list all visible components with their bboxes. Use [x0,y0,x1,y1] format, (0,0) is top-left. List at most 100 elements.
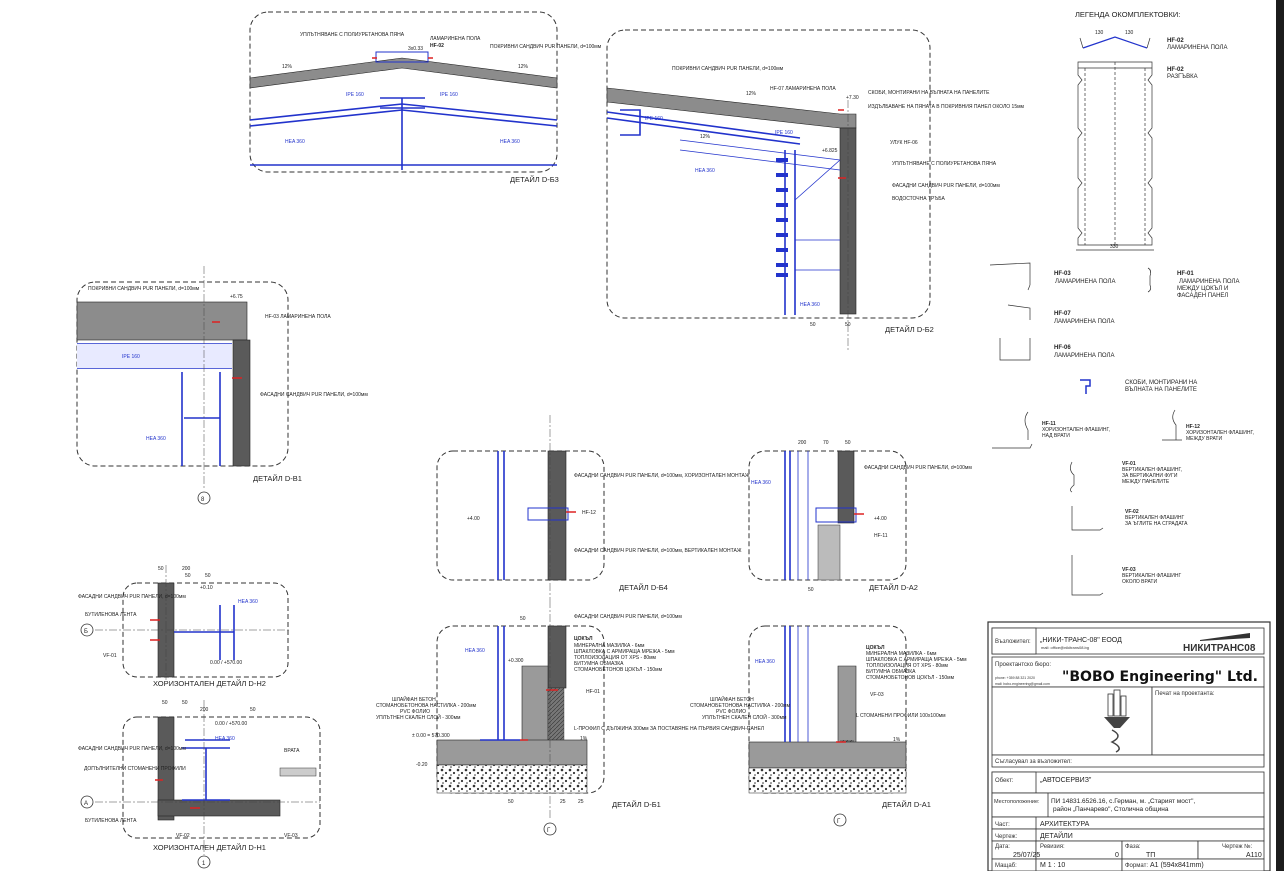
svg-text:Чертеж №:: Чертеж №: [1222,843,1253,850]
svg-text:ШПАКЛОВКА С АРМИРАЩА МРЕЖА - 5: ШПАКЛОВКА С АРМИРАЩА МРЕЖА - 5мм [574,649,675,655]
detail-d-b1: ПОКРИВНИ САНДВИЧ PUR ПАНЕЛИ, d=100мм HF-… [76,266,368,505]
svg-text:130: 130 [1125,30,1134,36]
svg-text:МИНЕРАЛНА МАЗИЛКА - 6мм: МИНЕРАЛНА МАЗИЛКА - 6мм [574,643,645,649]
svg-text:ЛАМАРИНЕНА ПОЛА: ЛАМАРИНЕНА ПОЛА [1179,279,1239,285]
svg-text:СТОМАНОБЕТОНОВА НАСТИЛКА - 200: СТОМАНОБЕТОНОВА НАСТИЛКА - 200мм [376,703,477,709]
svg-text:HF-03: HF-03 [1054,271,1071,277]
svg-text:А: А [84,801,88,807]
svg-text:HEA 360: HEA 360 [215,736,235,742]
svg-text:0.00 / +570.00: 0.00 / +570.00 [215,721,247,727]
svg-text:М 1 : 10: М 1 : 10 [1040,862,1065,869]
svg-text:IPE 160: IPE 160 [775,130,793,136]
svg-text:УЛУК HF-06: УЛУК HF-06 [890,140,918,146]
svg-text:VF-03: VF-03 [870,692,884,698]
svg-text:Дата:: Дата: [995,844,1010,850]
svg-text:50: 50 [182,700,188,706]
svg-text:МЕЖДУ ПАНЕЛИТЕ: МЕЖДУ ПАНЕЛИТЕ [1122,479,1170,485]
svg-text:PVC ФОЛИО: PVC ФОЛИО [400,709,430,715]
svg-text:VF-02: VF-02 [1125,509,1139,515]
svg-text:МЕЖДУ ЦОКЪЛ И: МЕЖДУ ЦОКЪЛ И [1177,286,1228,292]
svg-text:ОКОЛО ВРАТИ: ОКОЛО ВРАТИ [1122,579,1157,585]
svg-text:50: 50 [162,700,168,706]
svg-text:+7.30: +7.30 [846,95,859,101]
detail-d-b2: ПОКРИВНИ САНДВИЧ PUR ПАНЕЛИ, d=100мм HF-… [606,29,1025,350]
svg-text:„НИКИ-ТРАНС-08" ЕООД: „НИКИ-ТРАНС-08" ЕООД [1040,637,1122,644]
svg-text:± 0.00 = 570.300: ± 0.00 = 570.300 [412,733,450,739]
svg-text:IPE 160: IPE 160 [122,354,140,360]
detail-title: ХОРИЗОНТАЛЕН ДЕТАЙЛ D-H1 [153,843,266,852]
svg-text:РАЗГЪВКА: РАЗГЪВКА [1167,74,1198,80]
svg-text:12%: 12% [282,64,293,70]
svg-text:12%: 12% [518,64,529,70]
svg-text:IPE 160: IPE 160 [346,92,364,98]
label-seal: УПЛЪТНЯВАНЕ С ПОЛИУРЕТАНОВА ПЯНА [300,32,405,38]
svg-text:12%: 12% [746,91,757,97]
svg-text:ФАСАДНИ САНДВИЧ PUR ПАНЕЛИ, d=: ФАСАДНИ САНДВИЧ PUR ПАНЕЛИ, d=100мм [864,465,972,471]
svg-text:0.00 / +570.00: 0.00 / +570.00 [210,660,242,666]
svg-text:ЛАМАРИНЕНА ПОЛА: ЛАМАРИНЕНА ПОЛА [1055,279,1115,285]
svg-text:ВЪЛНАТА НА ПАНЕЛИТЕ: ВЪЛНАТА НА ПАНЕЛИТЕ [1125,387,1197,393]
svg-text:mail: office@nikitrans08.bg: mail: office@nikitrans08.bg [1041,645,1089,650]
svg-text:ДЕТАЙЛИ: ДЕТАЙЛИ [1040,831,1073,840]
svg-text:ЦОКЪЛ: ЦОКЪЛ [574,636,593,642]
svg-text:ДОПЪЛНИТЕЛНИ СТОМАНЕНИ ПРОФИЛИ: ДОПЪЛНИТЕЛНИ СТОМАНЕНИ ПРОФИЛИ [84,766,186,772]
svg-text:Печат на проектанта:: Печат на проектанта: [1155,691,1215,697]
svg-text:+4.00: +4.00 [874,516,887,522]
svg-text:VF-01: VF-01 [1122,461,1136,467]
svg-text:СТОМАНОБЕТОНОВ ЦОКЪЛ - 150мм: СТОМАНОБЕТОНОВ ЦОКЪЛ - 150мм [866,675,955,681]
svg-text:„АВТОСЕРВИЗ": „АВТОСЕРВИЗ" [1040,777,1092,784]
svg-text:Местоположение:: Местоположение: [994,799,1040,805]
detail-title: ДЕТАЙЛ D-A1 [882,800,931,809]
detail-h2: ФАСАДНИ САНДВИЧ PUR ПАНЕЛИ, d=100мм БУТИ… [78,565,290,688]
svg-text:50: 50 [205,573,211,579]
svg-text:Чертеж:: Чертеж: [995,834,1018,840]
svg-text:МЕЖДУ ВРАТИ: МЕЖДУ ВРАТИ [1186,436,1222,442]
svg-text:ВЕРТИКАЛЕН ФЛАШИНГ,: ВЕРТИКАЛЕН ФЛАШИНГ, [1122,467,1182,473]
svg-text:HF-12: HF-12 [582,510,596,516]
svg-text:200: 200 [200,707,209,713]
svg-text:HEA 360: HEA 360 [695,168,715,174]
svg-text:ШЛАЙФАН БЕТОН: ШЛАЙФАН БЕТОН [710,695,754,703]
svg-text:Съгласувал за възложител:: Съгласувал за възложител: [995,759,1072,765]
svg-text:VF-01: VF-01 [103,653,117,659]
svg-text:25: 25 [560,799,566,805]
svg-text:СТОМАНОБЕТОНОВ ЦОКЪЛ - 150мм: СТОМАНОБЕТОНОВ ЦОКЪЛ - 150мм [574,667,663,673]
svg-text:Ревизия:: Ревизия: [1040,844,1065,850]
svg-text:50: 50 [845,322,851,328]
svg-text:IPE 160: IPE 160 [645,116,663,122]
svg-text:ХОРИЗОНТАЛЕН ФЛАШИНГ,: ХОРИЗОНТАЛЕН ФЛАШИНГ, [1186,430,1254,436]
svg-text:БИТУМНА ОБМАЗКА: БИТУМНА ОБМАЗКА [574,661,624,667]
svg-text:70: 70 [823,440,829,446]
svg-text:0: 0 [1115,852,1119,859]
svg-text:СКОБИ, МОНТИРАНИ НА ВЪЛНАТА НА: СКОБИ, МОНТИРАНИ НА ВЪЛНАТА НА ПАНЕЛИТЕ [868,90,990,96]
svg-text:ЛАМАРИНЕНА ПОЛА: ЛАМАРИНЕНА ПОЛА [1054,319,1114,325]
svg-text:СТОМАНОБЕТОНОВА НАСТИЛКА - 200: СТОМАНОБЕТОНОВА НАСТИЛКА - 200мм [690,703,791,709]
svg-text:12%: 12% [700,134,711,140]
svg-text:1: 1 [202,861,206,867]
svg-text:PVC ФОЛИО: PVC ФОЛИО [716,709,746,715]
svg-text:50: 50 [250,707,256,713]
svg-text:HF-11: HF-11 [874,533,888,539]
svg-text:50: 50 [808,587,814,593]
svg-text:БУТИЛЕНОВА ЛЕНТА: БУТИЛЕНОВА ЛЕНТА [85,612,137,618]
svg-text:ФАСАДЕН ПАНЕЛ: ФАСАДЕН ПАНЕЛ [1177,293,1228,299]
svg-text:50: 50 [810,322,816,328]
svg-text:IPE 160: IPE 160 [440,92,458,98]
detail-d-a1: ЦОКЪЛ МИНЕРАЛНА МАЗИЛКА - 6мм ШПАКЛОВКА … [690,625,967,827]
svg-text:HF-01: HF-01 [1177,271,1194,277]
svg-text:БИТУМНА ОБМАЗКА: БИТУМНА ОБМАЗКА [866,669,916,675]
svg-text:район „Панчарево", Столична об: район „Панчарево", Столична община [1053,805,1169,813]
svg-text:1%: 1% [580,736,588,742]
svg-text:50: 50 [508,799,514,805]
svg-text:A1 (594x841mm): A1 (594x841mm) [1150,862,1204,869]
detail-d-b1-foundation: ЦОКЪЛ ФАСАДНИ САНДВИЧ PUR ПАНЕЛИ, d=100м… [376,600,764,836]
svg-text:VF-02: VF-02 [176,833,190,839]
office-logo-text: "BOBO Engineering" Ltd. [1062,669,1258,685]
svg-text:ЗА ЪГЛИТЕ НА СГРАДАТА: ЗА ЪГЛИТЕ НА СГРАДАТА [1125,521,1188,527]
svg-text:330: 330 [1110,244,1119,250]
svg-text:ВРАТА: ВРАТА [284,748,300,754]
svg-text:+6.75: +6.75 [230,294,243,300]
svg-text:Възложител:: Възложител: [995,639,1031,645]
svg-text:ФАСАДНИ САНДВИЧ PUR ПАНЕЛИ, d=: ФАСАДНИ САНДВИЧ PUR ПАНЕЛИ, d=100мм [78,746,186,752]
